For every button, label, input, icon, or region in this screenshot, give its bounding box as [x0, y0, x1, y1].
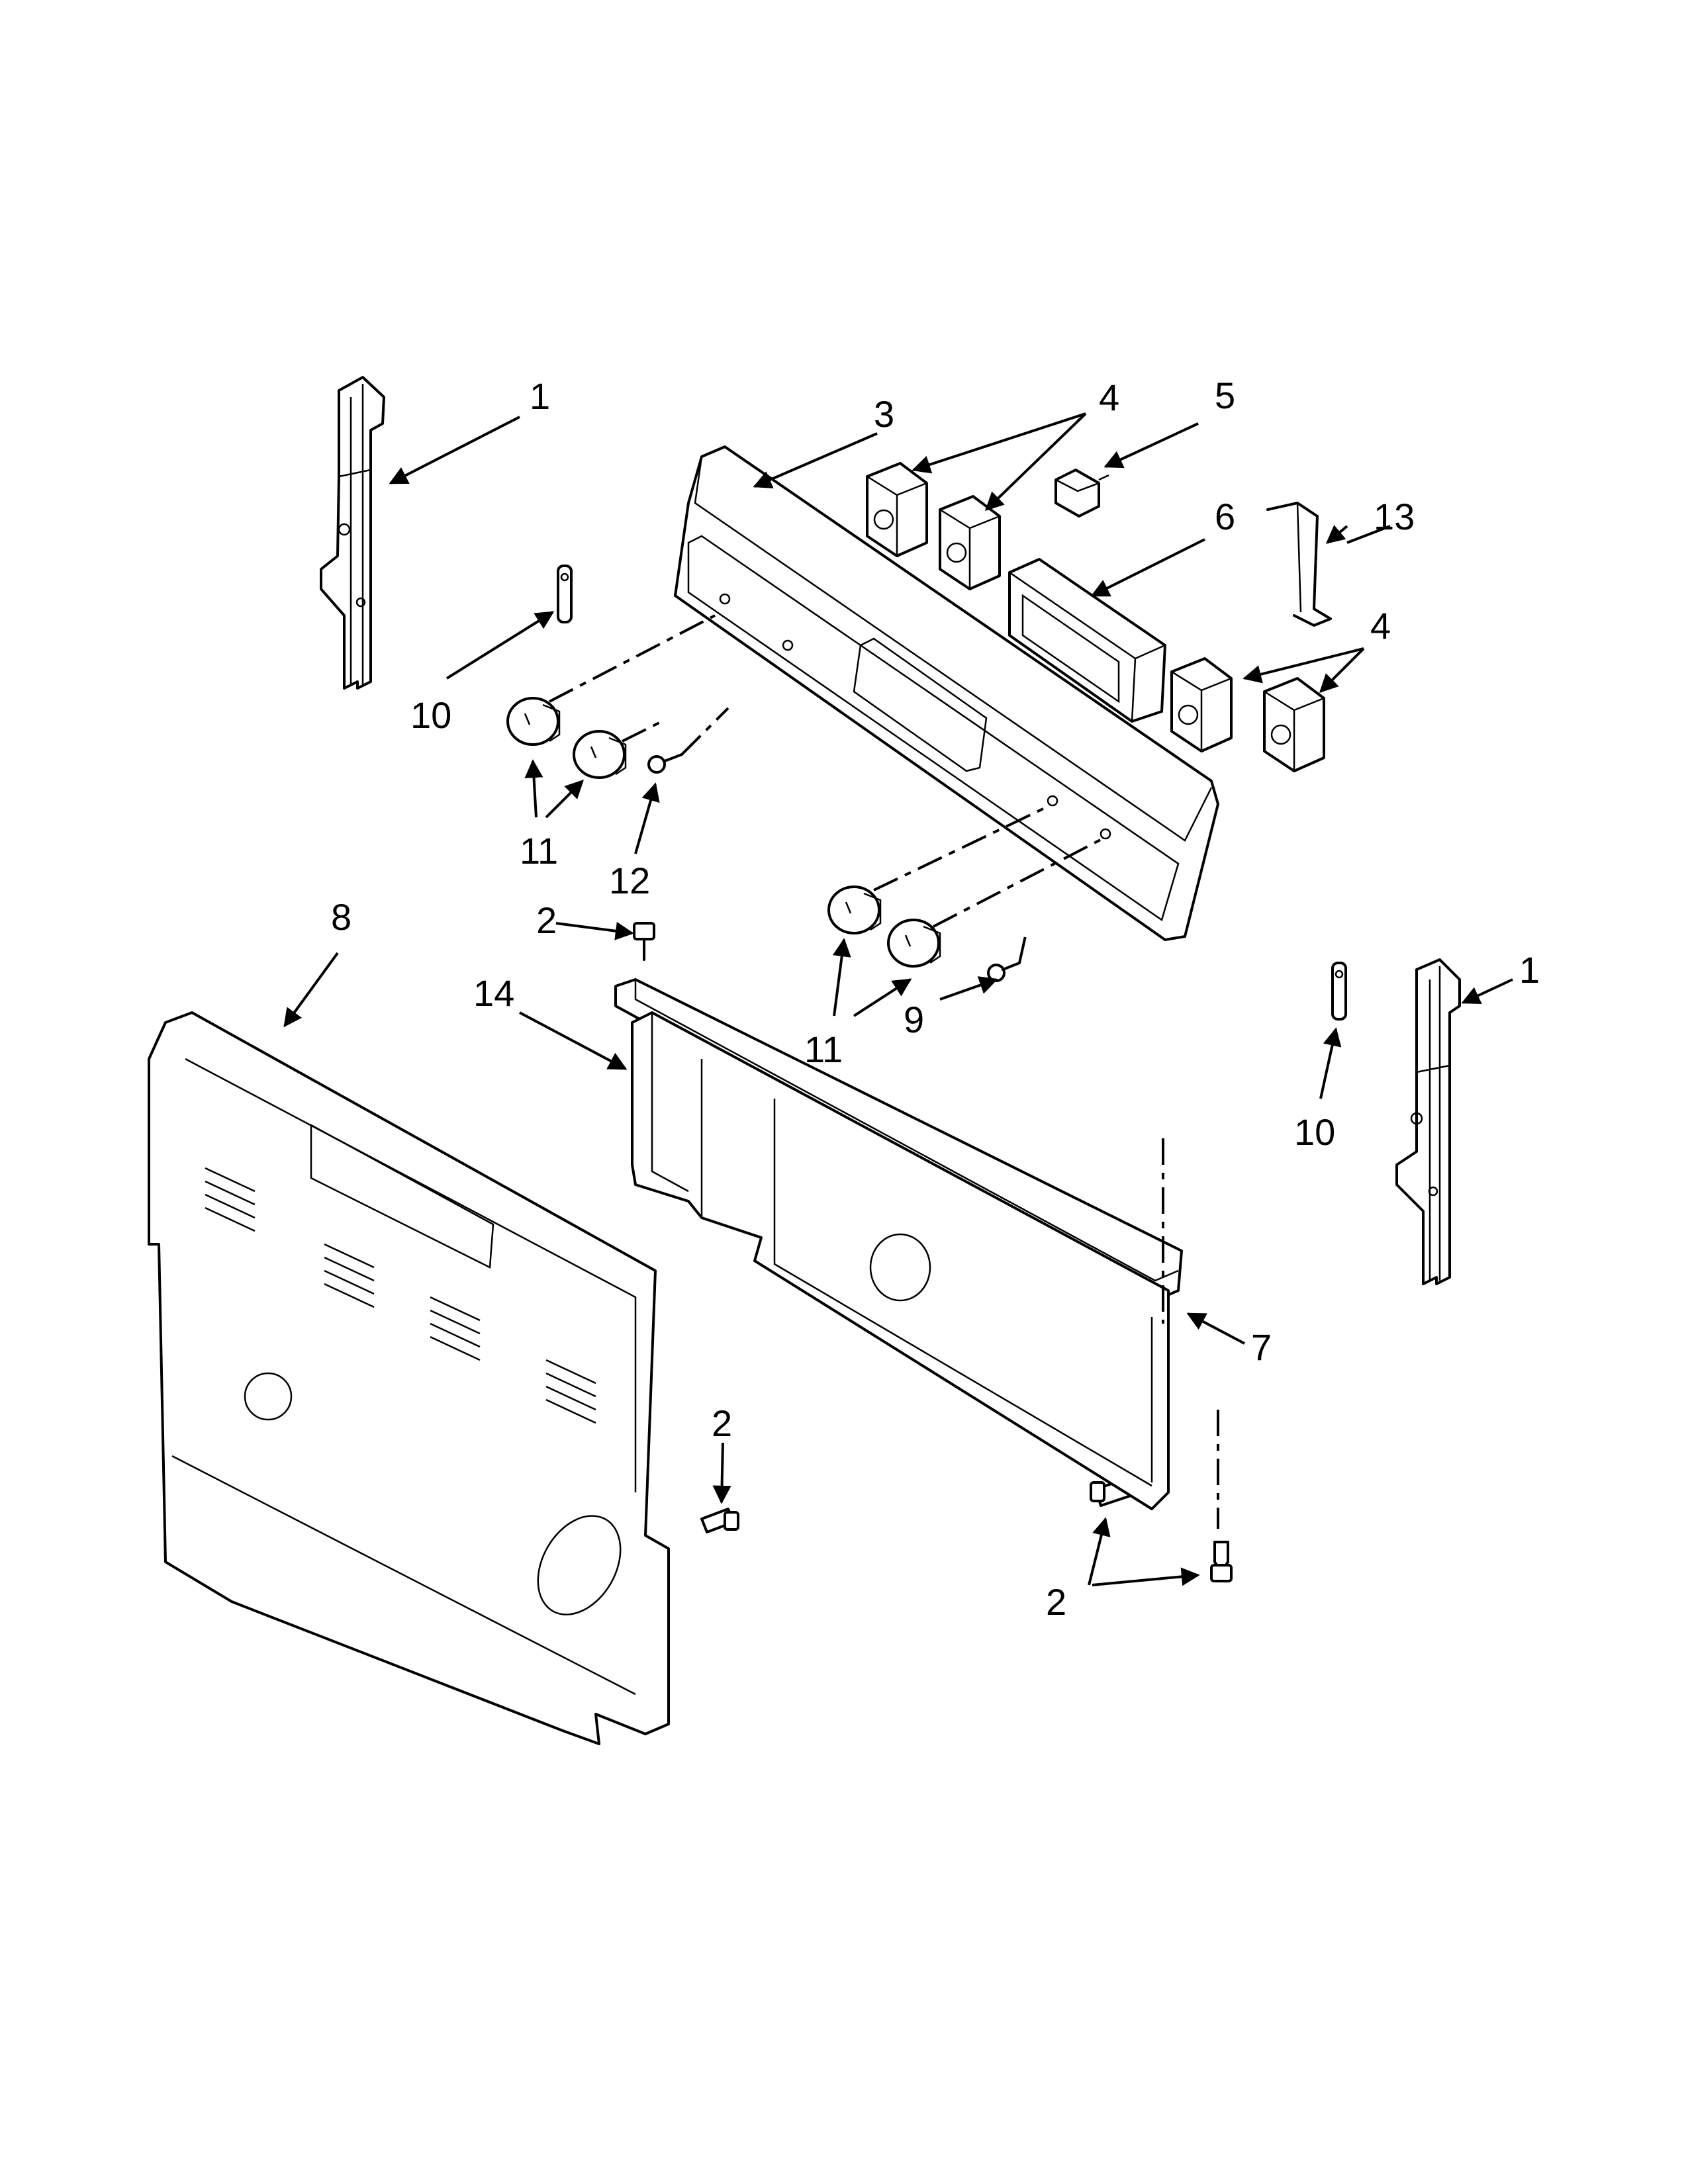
- clip-left: [557, 565, 573, 623]
- callout-6: 6: [1215, 496, 1235, 537]
- callout-2-upper: 2: [536, 899, 557, 941]
- callout-7: 7: [1251, 1326, 1272, 1368]
- callout-9: 9: [904, 999, 924, 1040]
- screw-upper: [633, 922, 655, 961]
- callout-labels: 1 1 2 2 2 3 4 4 5 6 7 8 9 10 10 11 11 12…: [331, 375, 1540, 1623]
- bracket-part-13: [1266, 502, 1332, 627]
- screw-part-12: [647, 753, 683, 774]
- callout-13: 13: [1374, 496, 1415, 537]
- callout-1-top: 1: [530, 375, 550, 417]
- back-panel-part-8: [148, 1011, 670, 1745]
- infinite-switch-3: [1170, 657, 1233, 752]
- clip-right: [1331, 962, 1347, 1021]
- leader-arrows: [283, 412, 1513, 1586]
- panel-part-14: [631, 1011, 1170, 1510]
- callout-12: 12: [609, 860, 650, 901]
- electronic-control-board: [1008, 558, 1166, 723]
- callout-1-right: 1: [1519, 949, 1540, 991]
- callout-2-lower: 2: [1046, 1581, 1066, 1623]
- infinite-switch-2: [939, 495, 1001, 590]
- infinite-switch-1: [866, 462, 928, 557]
- infinite-switch-4: [1263, 677, 1325, 772]
- side-bracket-left: [320, 376, 385, 690]
- screw-part-9: [987, 962, 1021, 982]
- screw-lower-right: [1210, 1541, 1233, 1582]
- knob-group-upper: [506, 697, 627, 779]
- side-bracket-right: [1395, 958, 1461, 1285]
- callout-2-mid: 2: [712, 1402, 732, 1444]
- callout-14: 14: [473, 972, 514, 1014]
- callout-3: 3: [874, 393, 894, 435]
- control-panel-console: [674, 445, 1219, 941]
- callout-10-left: 10: [410, 694, 451, 736]
- assembly-lines: [549, 614, 1219, 1529]
- switch-part-5: [1055, 469, 1109, 518]
- callout-11-left: 11: [520, 830, 558, 872]
- screw-mid: [700, 1508, 739, 1533]
- callout-8: 8: [331, 896, 352, 938]
- knob-group-lower: [827, 886, 941, 968]
- callout-10-right: 10: [1294, 1111, 1335, 1153]
- callout-4-right: 4: [1370, 605, 1391, 647]
- callout-11-right: 11: [804, 1028, 843, 1070]
- callout-5: 5: [1215, 375, 1235, 416]
- callout-4-top: 4: [1099, 377, 1119, 418]
